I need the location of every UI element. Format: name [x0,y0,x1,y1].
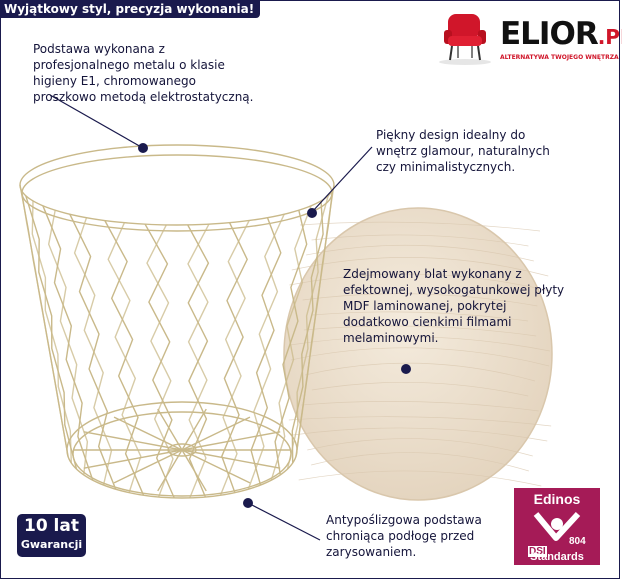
note-line: higieny E1, chromowanego [33,74,197,88]
wood-grain-line [290,336,551,352]
basket-rim [21,154,333,232]
badge-footer: Standards [530,551,584,563]
wood-grain-line [311,381,529,397]
basket-rim [19,144,335,226]
warranty-label: Gwarancji [20,538,83,551]
basket-spoke [83,431,183,451]
callout-dot-top [401,364,411,374]
wood-grain-line [304,362,536,382]
wood-grain-line [298,470,542,487]
note-line: dodatkowo cienkimi filmami [343,315,512,329]
basket-wire [247,213,285,490]
logo-tagline: ALTERNATYWA TWOJEGO WNĘTRZA [500,54,619,61]
elior-logo[interactable]: ELIOR.PL ALTERNATYWA TWOJEGO WNĘTRZA [432,8,622,68]
basket-spoke [181,449,251,484]
wood-grain-line [311,234,529,247]
note-line: wnętrz glamour, naturalnych [376,144,550,158]
note-base-material: Podstawa wykonana z profesjonalnego meta… [33,41,253,105]
note-line: efektownej, wysokogatunkowej płyty [343,283,565,297]
logo-name: ELIOR [500,16,599,52]
wood-grain-line [307,438,533,457]
note-line: Piękny design idealny do [376,128,526,142]
basket-wire [20,190,68,451]
note-line: profesjonalnego metalu o klasie [33,58,225,72]
slogan-banner: Wyjątkowy styl, precyzja wykonania! [0,0,261,18]
warranty-years: 10 lat [23,516,79,536]
note-line: proszkowo metodą elektrostatyczną. [33,90,254,104]
wood-grain-line [291,257,549,277]
wood-grain-line [303,325,537,337]
edinos-standards-badge: Edinos DSI 804 Standards [514,488,600,565]
logo-suffix: .PL [597,25,622,49]
basket-spoke [157,449,183,492]
note-line: Zdejmowany blat wykonany z [343,267,522,281]
red-chair-icon [439,14,491,65]
callout-dot-antislip [243,498,253,508]
callout-dot-base [138,143,148,153]
checkmark-icon [533,511,581,541]
basket-spoke [181,431,281,451]
callout-dots [138,143,411,508]
wooden-table-top [283,207,553,501]
badge-dsi: DSI [528,546,547,557]
wire-basket [19,144,335,499]
note-line: Antypoślizgowa podstawa [326,513,482,527]
wood-grain-line [306,244,534,262]
basket-wire [295,184,335,457]
note-line: MDF laminowanej, pokrytej [343,299,507,313]
basket-wire [219,220,250,496]
basket-wire [47,210,89,475]
basket-wire [187,223,210,499]
callout-lines [49,94,373,541]
note-line: Podstawa wykonana z [33,42,165,56]
basket-spoke [83,449,183,469]
basket-wire [31,200,72,464]
wood-grain-line [299,221,541,232]
wood-grain-line [288,416,552,427]
wood-grain-line [290,347,550,367]
wood-grain-line [289,273,551,292]
wood-grain-line [292,427,548,442]
basket-wire [69,213,117,490]
note-line: chroniąca podłogę przed [326,529,475,543]
note-line: melaminowymi. [343,331,439,345]
wood-grain-line [311,311,529,322]
basket-wire [73,217,113,486]
logo-wordmark: ELIOR.PL [500,18,622,53]
basket-wire [146,224,174,498]
basket-wire [144,223,175,499]
basket-wire [286,195,329,470]
warranty-badge: 10 lat Gwarancji [17,514,86,557]
basket-wire [270,205,312,481]
basket-wire [221,222,248,493]
basket-spoke [157,408,183,451]
note-line: czy minimalistycznych. [376,160,516,174]
basket-wire [107,222,142,493]
badge-number: 804 [569,536,586,547]
note-table-top: Zdejmowany blat wykonany z efektownej, w… [343,266,564,346]
wood-grain-line [302,293,538,307]
basket-spoke [181,416,251,451]
wood-grain-line [311,452,529,472]
callout-dot-design [307,208,317,218]
basket-spoke [181,449,281,469]
badge-title: Edinos [533,491,581,507]
note-design: Piękny design idealny do wnętrz glamour,… [376,127,550,175]
note-antislip: Antypoślizgowa podstawa chroniąca podłog… [326,512,482,560]
note-line: zarysowaniem. [326,545,417,559]
wood-grain-line [301,401,539,412]
